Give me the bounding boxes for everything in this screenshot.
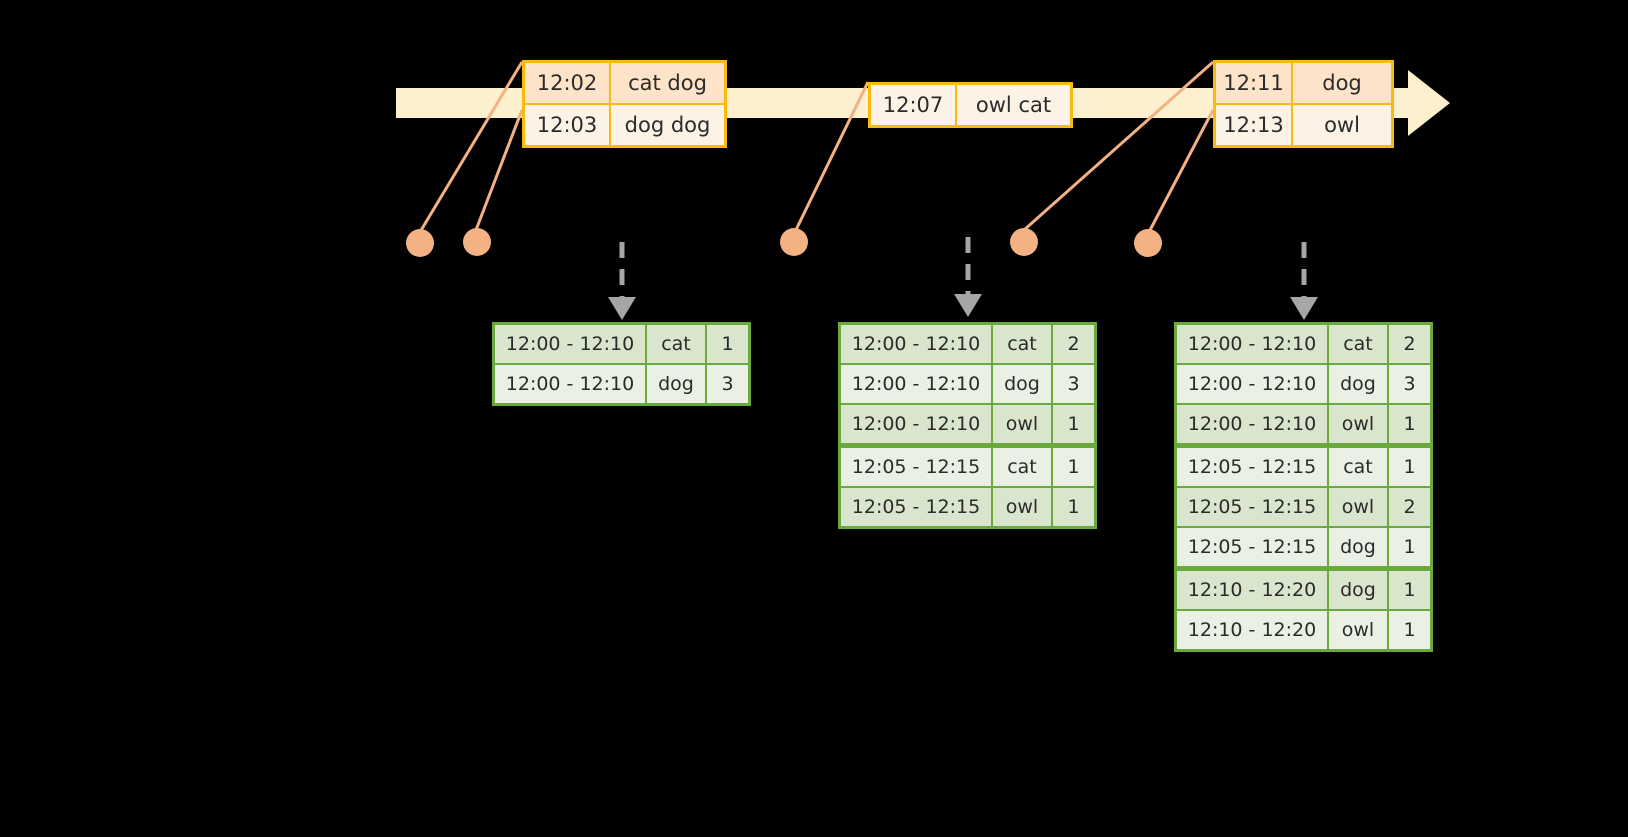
window-cell: 12:05 - 12:15 (1177, 488, 1329, 526)
result-table-2[interactable]: 12:00 - 12:10 cat 2 12:00 - 12:10 dog 3 … (838, 322, 1097, 529)
key-cell: owl (993, 405, 1053, 443)
key-cell: dog (1329, 571, 1389, 609)
key-cell: owl (1329, 611, 1389, 649)
key-cell: dog (993, 365, 1053, 403)
count-cell: 1 (1403, 536, 1416, 558)
window-cell: 12:00 - 12:10 (1177, 365, 1329, 403)
event-box-2[interactable]: 12:07 owl cat (868, 82, 1073, 128)
event-row: 12:13 owl (1216, 103, 1391, 145)
key-cell: dog (1329, 528, 1389, 566)
key-cell: cat (647, 325, 707, 363)
event-value: owl (1324, 113, 1360, 137)
event-row: 12:07 owl cat (871, 85, 1070, 125)
table-row: 12:00 - 12:10 owl 1 (1177, 403, 1430, 446)
event-value: dog (1322, 71, 1362, 95)
count-cell: 1 (1403, 619, 1416, 641)
count-cell: 1 (1067, 456, 1080, 478)
key-cell: cat (993, 325, 1053, 363)
key-cell: owl (993, 488, 1053, 526)
window-cell: 12:10 - 12:20 (1177, 611, 1329, 649)
marker-dot-5 (1134, 229, 1162, 257)
table-row: 12:00 - 12:10 dog 3 (1177, 363, 1430, 403)
table-row: 12:05 - 12:15 owl 1 (841, 486, 1094, 526)
count-cell: 1 (1067, 413, 1080, 435)
count-cell: 3 (1067, 373, 1080, 395)
event-value: dog dog (624, 113, 711, 137)
window-cell: 12:00 - 12:10 (841, 405, 993, 443)
window-cell: 12:05 - 12:15 (841, 488, 993, 526)
table-row: 12:10 - 12:20 dog 1 (1177, 569, 1430, 609)
table-row: 12:00 - 12:10 dog 3 (841, 363, 1094, 403)
count-cell: 3 (1403, 373, 1416, 395)
window-cell: 12:00 - 12:10 (495, 325, 647, 363)
window-cell: 12:00 - 12:10 (841, 325, 993, 363)
table-row: 12:05 - 12:15 cat 1 (841, 446, 1094, 486)
event-row: 12:02 cat dog (525, 63, 724, 103)
marker-dot-4 (1010, 228, 1038, 256)
count-cell: 1 (1067, 496, 1080, 518)
key-cell: owl (1329, 405, 1389, 443)
result-table-1[interactable]: 12:00 - 12:10 cat 1 12:00 - 12:10 dog 3 (492, 322, 751, 406)
timeline-arrowhead-icon (1408, 70, 1450, 136)
count-cell: 3 (721, 373, 734, 395)
marker-dot-3 (780, 228, 808, 256)
event-value: cat dog (628, 71, 707, 95)
event-box-1[interactable]: 12:02 cat dog 12:03 dog dog (522, 60, 727, 148)
dashed-arrowhead-1 (608, 297, 636, 320)
table-row: 12:00 - 12:10 cat 1 (495, 325, 748, 363)
window-cell: 12:05 - 12:15 (841, 448, 993, 486)
table-row: 12:05 - 12:15 dog 1 (1177, 526, 1430, 569)
table-row: 12:10 - 12:20 owl 1 (1177, 609, 1430, 649)
window-cell: 12:00 - 12:10 (495, 365, 647, 403)
table-row: 12:05 - 12:15 owl 2 (1177, 486, 1430, 526)
marker-dot-2 (463, 228, 491, 256)
event-box-3[interactable]: 12:11 dog 12:13 owl (1213, 60, 1394, 148)
key-cell: dog (1329, 365, 1389, 403)
key-cell: cat (993, 448, 1053, 486)
event-value: owl cat (975, 93, 1052, 117)
table-row: 12:00 - 12:10 dog 3 (495, 363, 748, 403)
count-cell: 2 (1403, 496, 1416, 518)
event-time: 12:03 (525, 105, 611, 145)
window-cell: 12:00 - 12:10 (1177, 405, 1329, 443)
dashed-arrowhead-3 (1290, 297, 1318, 320)
connector-line-2 (474, 109, 524, 231)
event-time: 12:07 (871, 85, 957, 125)
key-cell: owl (1329, 488, 1389, 526)
event-time: 12:11 (1216, 63, 1293, 103)
key-cell: cat (1329, 448, 1389, 486)
connector-line-5 (1146, 109, 1215, 235)
window-cell: 12:10 - 12:20 (1177, 571, 1329, 609)
count-cell: 1 (1403, 579, 1416, 601)
window-cell: 12:00 - 12:10 (1177, 325, 1329, 363)
marker-dot-1 (406, 229, 434, 257)
event-row: 12:11 dog (1216, 63, 1391, 103)
key-cell: cat (1329, 325, 1389, 363)
count-cell: 2 (1403, 333, 1416, 355)
table-row: 12:00 - 12:10 cat 2 (1177, 325, 1430, 363)
count-cell: 1 (1403, 456, 1416, 478)
result-table-3[interactable]: 12:00 - 12:10 cat 2 12:00 - 12:10 dog 3 … (1174, 322, 1433, 652)
count-cell: 1 (1403, 413, 1416, 435)
table-row: 12:00 - 12:10 cat 2 (841, 325, 1094, 363)
key-cell: dog (647, 365, 707, 403)
dashed-arrowhead-2 (954, 294, 982, 317)
table-row: 12:00 - 12:10 owl 1 (841, 403, 1094, 446)
count-cell: 1 (721, 333, 734, 355)
window-cell: 12:05 - 12:15 (1177, 528, 1329, 566)
event-time: 12:13 (1216, 105, 1293, 145)
count-cell: 2 (1067, 333, 1080, 355)
window-cell: 12:05 - 12:15 (1177, 448, 1329, 486)
window-cell: 12:00 - 12:10 (841, 365, 993, 403)
event-time: 12:02 (525, 63, 611, 103)
event-row: 12:03 dog dog (525, 103, 724, 145)
table-row: 12:05 - 12:15 cat 1 (1177, 446, 1430, 486)
